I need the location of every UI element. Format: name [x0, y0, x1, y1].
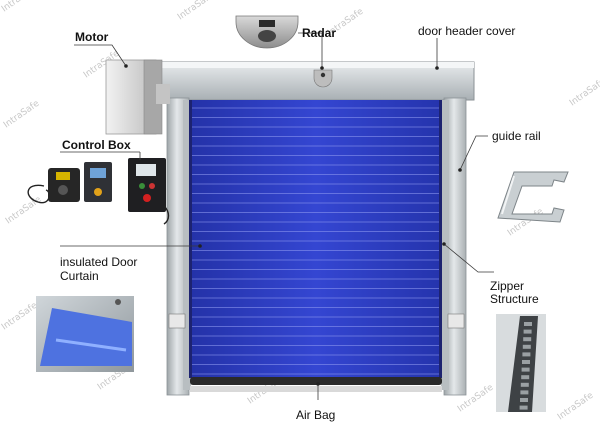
- zipper-strip-left: [189, 100, 192, 378]
- leader-guide-rail-dot: [458, 168, 462, 172]
- radar-sensor: [235, 15, 299, 49]
- labels: Motor Radar door header cover Control Bo…: [60, 24, 541, 422]
- zipper-photo-inset: [496, 314, 546, 412]
- remote-screen: [56, 172, 70, 180]
- keypad-display: [90, 168, 106, 178]
- control-box-devices: [27, 158, 170, 225]
- control-box-cable: [163, 205, 170, 225]
- zipper-strip-right: [439, 100, 442, 378]
- leader-header-dot: [435, 66, 439, 70]
- left-inner-post: [183, 100, 191, 390]
- zipper-tooth: [520, 390, 529, 395]
- curtain-photo-fabric: [40, 308, 132, 366]
- leader-guide-rail: [459, 135, 488, 171]
- zipper-tooth: [521, 367, 530, 372]
- guide-rail-shape: [497, 171, 569, 223]
- zipper-tooth: [523, 329, 532, 334]
- watermark: IntraSafe: [0, 300, 40, 332]
- leader-motor-dot: [124, 64, 128, 68]
- watermark: IntraSafe: [4, 194, 44, 226]
- curtain-photo-fabric-shine: [55, 338, 127, 352]
- left-buffer-block: [168, 313, 186, 329]
- zipper-tooth: [522, 352, 531, 357]
- label-radar: Radar: [302, 26, 336, 40]
- label-motor: Motor: [75, 30, 109, 44]
- air-bag: [190, 377, 442, 385]
- label-zipper-line1: Zipper: [490, 279, 524, 293]
- floor-shadow: [190, 386, 442, 392]
- remote-knob: [58, 185, 68, 195]
- door-assembly: [155, 61, 475, 396]
- leader-radar-dot: [320, 66, 324, 70]
- keypad-button-red: [94, 188, 102, 196]
- watermark: IntraSafe: [0, 0, 40, 14]
- radar-display: [259, 20, 275, 27]
- radar-mount: [313, 69, 333, 88]
- watermark: IntraSafe: [176, 0, 216, 22]
- curtain-photo-inset: [36, 296, 134, 372]
- watermark: IntraSafe: [556, 390, 596, 422]
- zipper-tooth: [522, 360, 530, 364]
- motor-bracket: [156, 84, 170, 104]
- zipper-tooth: [520, 382, 529, 387]
- watermark: IntraSafe: [2, 98, 42, 130]
- curtain-photo-bolt: [115, 299, 121, 305]
- guide-rail-highlight: [501, 175, 515, 215]
- zipper-tooth: [519, 405, 528, 410]
- label-air-bag: Air Bag: [296, 408, 335, 422]
- label-control-box: Control Box: [62, 138, 131, 152]
- zipper-tooth: [522, 344, 531, 349]
- zipper-tooth: [523, 337, 532, 342]
- control-box-button-2: [149, 183, 155, 189]
- curtain-slats: [192, 107, 440, 375]
- zipper-tooth: [521, 375, 530, 380]
- label-door-header-cover: door header cover: [418, 24, 515, 38]
- leader-zipper-dot: [442, 242, 446, 246]
- label-insulated-curtain-line1: insulated Door: [60, 255, 137, 269]
- zipper-tooth: [524, 322, 532, 326]
- leader-air-bag-dot: [316, 382, 320, 386]
- motor-unit: [105, 59, 170, 135]
- right-buffer-block: [447, 313, 465, 329]
- label-guide-rail: guide rail: [492, 129, 541, 143]
- watermark: IntraSafe: [568, 76, 600, 108]
- control-box-screen: [136, 164, 156, 176]
- leader-zipper: [443, 243, 494, 273]
- radar-eye: [258, 30, 276, 42]
- leader-curtain-dot: [198, 244, 202, 248]
- zipper-tooth: [520, 398, 528, 402]
- control-box-button-3: [143, 194, 151, 202]
- leader-motor: [74, 44, 127, 67]
- guide-rail-profile: [497, 171, 569, 223]
- label-zipper-line2: Structure: [490, 292, 539, 306]
- door-header-lip: [156, 62, 474, 68]
- label-insulated-curtain-line2: Curtain: [60, 269, 99, 283]
- zipper-photo-teeth: [519, 322, 532, 410]
- radar-lens: [320, 72, 326, 78]
- leader-lines: [60, 32, 494, 400]
- control-box-button-1: [139, 183, 145, 189]
